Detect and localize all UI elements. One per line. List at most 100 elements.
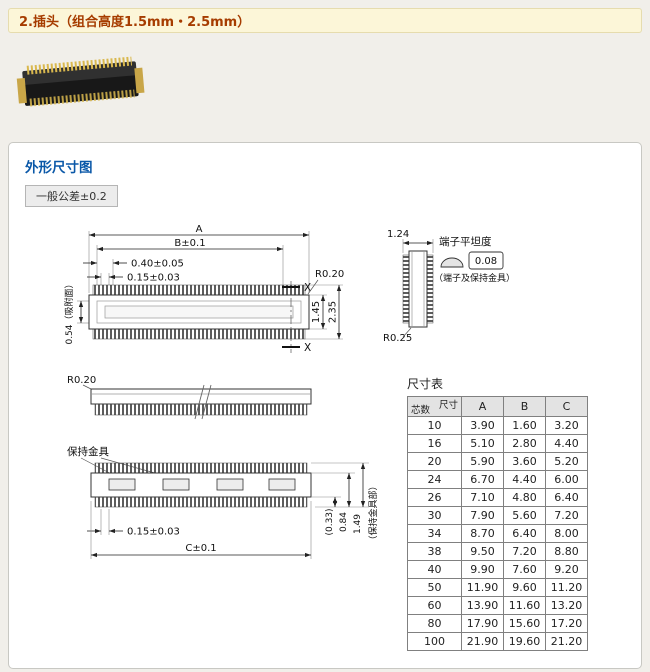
cell-c: 3.20 [545, 416, 588, 435]
flatness-value-box [468, 251, 504, 270]
general-tolerance-note: 一般公差±0.2 [25, 185, 118, 207]
retaining-fitting [268, 478, 296, 491]
cell-pin-count: 34 [407, 524, 462, 543]
top-view-pins-upper [92, 284, 306, 296]
flatness-title: 端子平坦度 [439, 235, 492, 248]
dim-pitch: 0.40±0.05 [131, 259, 184, 270]
corner-label-pins: 芯数 [411, 405, 431, 416]
column-header-c: C [545, 396, 588, 417]
cell-b: 5.60 [503, 506, 546, 525]
cell-pin-count: 38 [407, 542, 462, 561]
retaining-fitting [108, 478, 136, 491]
cell-pin-count: 40 [407, 560, 462, 579]
connector-pins-bottom [28, 89, 135, 107]
corner-label-size: 尺寸 [438, 400, 458, 411]
cell-pin-count: 20 [407, 452, 462, 471]
section-mark-top: X [304, 282, 311, 294]
cell-a: 11.90 [461, 578, 504, 597]
bottom-view-right-dims [311, 462, 369, 508]
cell-a: 9.50 [461, 542, 504, 561]
corner-header: 尺寸 芯数 [407, 396, 462, 417]
flatness-note: （端子及保持金具） [434, 272, 515, 284]
top-view-pins-lower [92, 328, 306, 340]
panel-title: 外形尺寸图 [25, 160, 93, 176]
connector-pins-top [25, 56, 133, 75]
cell-pin-count: 26 [407, 488, 462, 507]
cell-c: 6.00 [545, 470, 588, 489]
cell-c: 7.20 [545, 506, 588, 525]
break-mark [201, 384, 212, 420]
dim-pin-width: 0.15±0.03 [127, 273, 180, 284]
cell-c: 4.40 [545, 434, 588, 453]
cell-b: 15.60 [503, 614, 546, 633]
break-mark [194, 384, 205, 420]
cell-pin-count: 16 [407, 434, 462, 453]
outline-dimensions-panel: 外形尺寸图 一般公差±0.2 [8, 142, 642, 669]
top-view: A B±0.1 0.40±0.05 0.15±0.03 X X R0.20 1.… [63, 224, 344, 354]
cell-b: 11.60 [503, 596, 546, 615]
dim-suction-face: 0.54（吸附面） [63, 279, 75, 344]
cell-c: 5.20 [545, 452, 588, 471]
bottom-view: 保持金具 0.15±0.03 C±0.1 [67, 445, 379, 559]
drawing-area: A B±0.1 0.40±0.05 0.15±0.03 X X R0.20 1.… [21, 215, 631, 665]
fitting-note: （保持金具部） [367, 481, 379, 544]
cell-a: 21.90 [461, 632, 504, 651]
side-view: R0.20 [67, 375, 312, 420]
cell-b: 4.40 [503, 470, 546, 489]
cell-a: 9.90 [461, 560, 504, 579]
detail-body [408, 250, 428, 328]
column-header-a: A [461, 396, 504, 417]
connector-photo [16, 56, 145, 107]
dimension-drawing: A B±0.1 0.40±0.05 0.15±0.03 X X R0.20 1.… [63, 224, 515, 559]
cell-c: 21.20 [545, 632, 588, 651]
dim-149: 1.49 [353, 514, 363, 534]
flatness-value: 0.08 [475, 256, 497, 267]
cell-c: 17.20 [545, 614, 588, 633]
cell-pin-count: 10 [407, 416, 462, 435]
cell-pin-count: 80 [407, 614, 462, 633]
dim-height-outer: 2.35 [328, 301, 339, 323]
cell-pin-count: 50 [407, 578, 462, 597]
cell-b: 2.80 [503, 434, 546, 453]
section-header-title: 2.插头（组合高度1.5mm・2.5mm） [19, 15, 251, 30]
flatness-symbol [440, 257, 464, 268]
top-view-center-slot [104, 305, 294, 319]
cell-c: 9.20 [545, 560, 588, 579]
dim-pin-bottom: 0.15±0.03 [127, 527, 180, 538]
top-view-dimension-lines [78, 232, 342, 339]
radius-label-detail: R0.25 [383, 333, 412, 344]
cell-b: 7.20 [503, 542, 546, 561]
dim-b: B±0.1 [174, 238, 205, 249]
table-title: 尺寸表 [407, 377, 444, 391]
cell-c: 6.40 [545, 488, 588, 507]
cell-a: 5.10 [461, 434, 504, 453]
radius-label-side-view: R0.20 [67, 375, 96, 386]
dim-124: 1.24 [387, 229, 409, 240]
dim-height-inner: 1.45 [311, 301, 322, 323]
cell-c: 8.00 [545, 524, 588, 543]
cell-a: 17.90 [461, 614, 504, 633]
retaining-fitting [162, 478, 190, 491]
dim-c: C±0.1 [185, 543, 216, 554]
cell-a: 7.10 [461, 488, 504, 507]
cell-c: 11.20 [545, 578, 588, 597]
section-mark-bottom: X [304, 342, 311, 354]
retaining-fitting [216, 478, 244, 491]
cell-b: 19.60 [503, 632, 546, 651]
bottom-view-pins-lower [94, 496, 308, 508]
connector-photo-area [12, 46, 152, 136]
cell-a: 5.90 [461, 452, 504, 471]
cell-pin-count: 100 [407, 632, 462, 651]
bottom-view-pins-upper [94, 462, 308, 474]
cell-b: 3.60 [503, 452, 546, 471]
side-view-pins [94, 403, 308, 416]
